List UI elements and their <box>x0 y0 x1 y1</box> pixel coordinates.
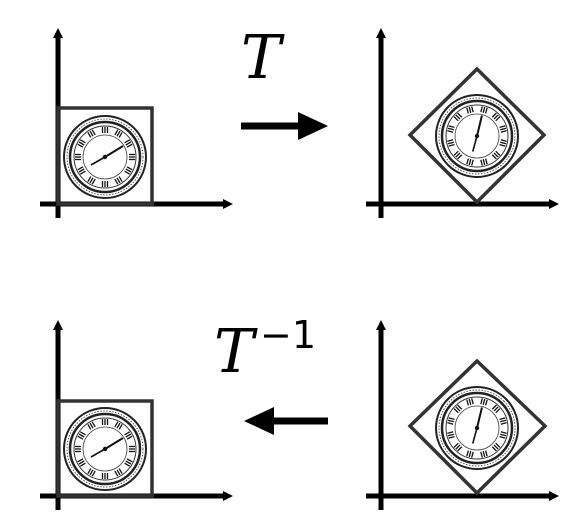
clock-icon <box>62 114 148 200</box>
inverse-transform-label: T −1 <box>214 313 316 387</box>
axes-bottom-right <box>366 320 559 510</box>
axes-top-left <box>40 28 233 218</box>
rotated-square-top-right <box>407 66 547 205</box>
inverse-transform-label-exponent: −1 <box>260 313 316 357</box>
square-bottom-left <box>56 399 154 498</box>
forward-transform-label: T <box>241 23 285 93</box>
inverse-arrow <box>244 407 328 435</box>
axes-bottom-left <box>40 320 233 510</box>
clock-icon <box>417 76 537 196</box>
inverse-transform-label-base: T <box>214 317 258 387</box>
axes-top-right <box>366 28 559 218</box>
clock-icon <box>417 368 537 488</box>
square-top-left <box>56 106 154 206</box>
clock-icon <box>62 406 148 492</box>
forward-arrow <box>241 112 328 140</box>
rotated-square-bottom-right <box>407 358 548 496</box>
